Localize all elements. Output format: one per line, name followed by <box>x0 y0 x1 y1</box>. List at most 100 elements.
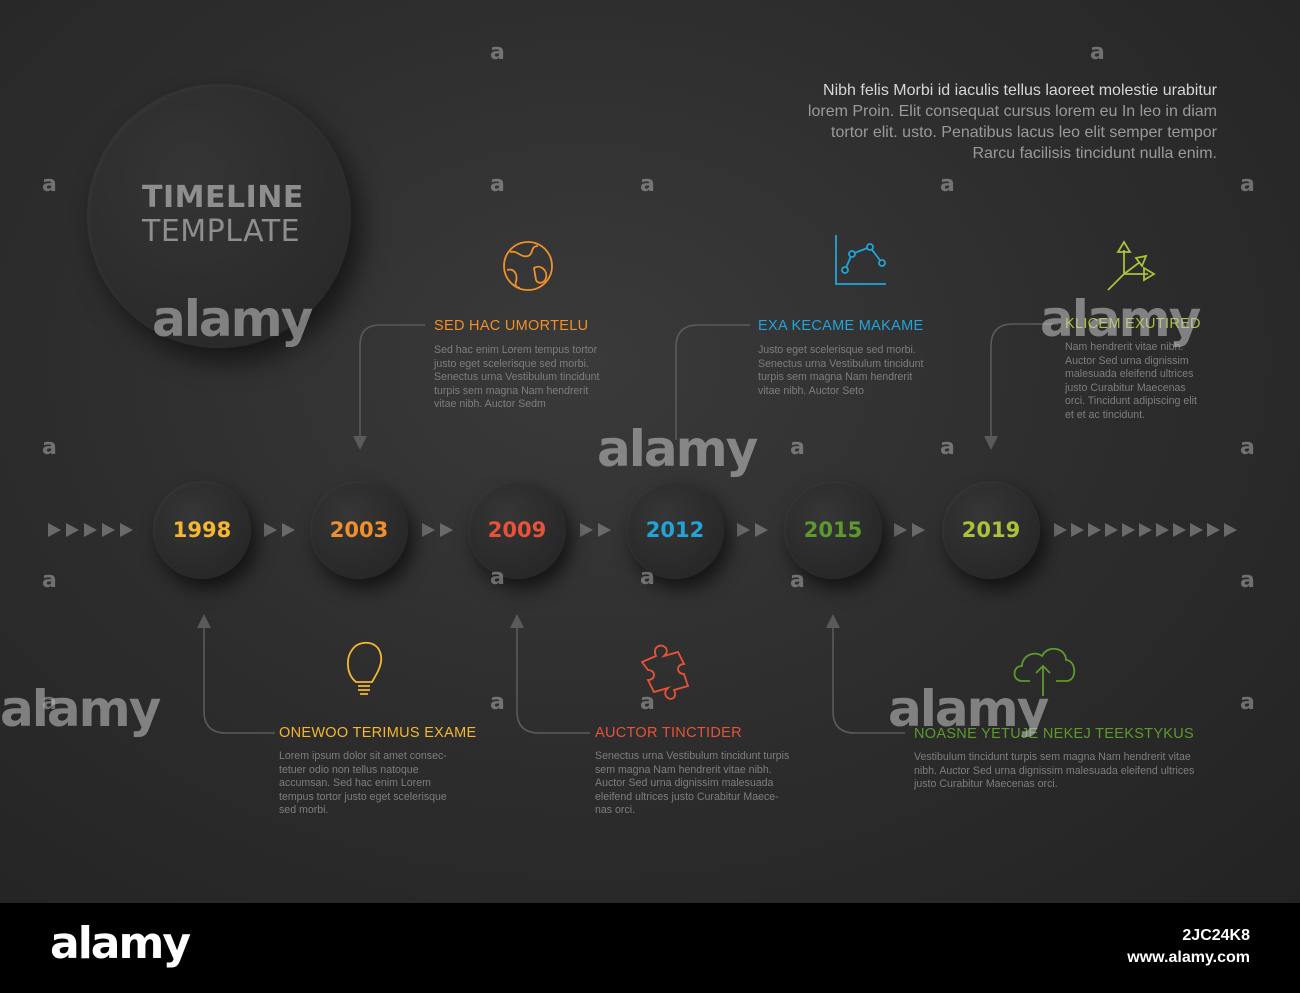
timeline-chevron <box>1139 523 1152 537</box>
watermark-mark: a <box>1240 568 1255 593</box>
event-body-line: Justo eget scelerisque sed morbi. <box>758 344 916 356</box>
line-chart-icon <box>835 235 886 285</box>
event-body: Lorem ipsum dolor sit amet consec- tetue… <box>279 750 447 818</box>
event-body-line: Lorem ipsum dolor sit amet consec- <box>279 750 447 762</box>
timeline-chevron <box>1071 523 1084 537</box>
year-circle-1998: 1998 <box>153 481 251 579</box>
year-circle-2015: 2015 <box>784 481 882 579</box>
watermark-mark: a <box>490 690 505 715</box>
watermark: alamy <box>0 680 161 738</box>
watermark-mark: a <box>640 565 655 590</box>
cloud-upload-icon <box>1013 647 1076 696</box>
event-title: ONEWOO TERIMUS EXAME <box>279 725 477 741</box>
infographic-canvas: TIMELINE TEMPLATE Nibh felis Morbi id ia… <box>0 0 1300 903</box>
puzzle-icon <box>640 644 690 700</box>
watermark-mark: a <box>1240 172 1255 197</box>
connector-arrowheads <box>197 436 998 628</box>
watermark-mark: a <box>1240 690 1255 715</box>
event-body-line: nas orci. <box>595 804 636 817</box>
event-body-line: orci. Tincidunt adipiscing elit <box>1065 395 1197 408</box>
timeline-chevron <box>580 523 593 537</box>
event-body-line: Auctor Sed urna dignissim <box>1065 354 1189 367</box>
image-id: 2JC24K8 <box>1182 927 1250 944</box>
year-label: 2012 <box>645 518 705 542</box>
event-body-line: Senectus urna Vestibulum tincidunt <box>434 371 600 384</box>
timeline-graphics <box>48 235 1237 734</box>
intro-line: lorem Proin. Elit consequat cursus lorem… <box>807 103 1217 120</box>
watermark-mark: a <box>1240 435 1255 460</box>
intro-line: Rarcu facilisis tincidunt nulla enim. <box>972 145 1217 162</box>
event-body-line: turpis sem magna Nam hendrerit <box>758 371 913 384</box>
timeline-chevron <box>1156 523 1169 537</box>
title-circle <box>87 84 351 348</box>
event-body-line: tetuer odio non tellus natoque <box>279 763 419 776</box>
timeline-chevron <box>894 523 907 537</box>
event-body-line: tempus tortor justo eget scelerisque <box>279 790 447 803</box>
intro-line: tortor elit. usto. Penatibus lacus leo e… <box>831 124 1217 141</box>
timeline-chevron <box>737 523 750 537</box>
lightbulb-icon <box>347 641 383 695</box>
event-body-line: Senectus urna Vestibulum tincidunt turpi… <box>595 750 790 762</box>
event-title: KLICEM EXUTIRED <box>1065 316 1201 332</box>
year-label: 2003 <box>329 518 389 542</box>
site-url[interactable]: www.alamy.com <box>1127 949 1250 966</box>
event-body-line: justo Curabitur Maecenas orci. <box>914 778 1058 791</box>
event-body-line: Auctor Sed urna dignissim malesuada <box>595 777 774 790</box>
watermark-mark: a <box>1090 40 1105 65</box>
timeline-chevron <box>755 523 768 537</box>
year-label: 2009 <box>487 518 547 542</box>
event-body-line: sem magna Nam hendrerit vitae nibh. <box>595 763 772 776</box>
footer-logo[interactable]: alamy <box>50 918 191 969</box>
event-body-line: vitae nibh. Auctor Seto <box>758 384 865 397</box>
event-title: EXA KECAME MAKAME <box>758 318 924 334</box>
watermark-mark: a <box>42 690 57 715</box>
watermark: alamy <box>152 290 313 348</box>
timeline-chevron <box>1054 523 1067 537</box>
watermark-mark: a <box>42 568 57 593</box>
watermark-mark: a <box>490 172 505 197</box>
watermark-mark: a <box>790 568 805 593</box>
watermark: alamy <box>1040 290 1201 348</box>
event-body-line: Nam hendrerit vitae nibh. <box>1065 341 1184 353</box>
event-body-line: Vestibulum tincidunt turpis sem magna Na… <box>914 751 1191 763</box>
timeline-chevron <box>120 523 133 537</box>
year-label: 2019 <box>961 518 1021 542</box>
year-circle-2003: 2003 <box>310 481 408 579</box>
timeline-chevron <box>1088 523 1101 537</box>
watermark-mark: a <box>940 172 955 197</box>
event-body-line: turpis sem magna Nam hendrerit <box>434 384 589 397</box>
timeline-chevron <box>440 523 453 537</box>
event-body: Justo eget scelerisque sed morbi. Senect… <box>758 344 923 398</box>
timeline-chevron <box>84 523 97 537</box>
watermark-mark: a <box>640 172 655 197</box>
timeline-chevron <box>282 523 295 537</box>
timeline-chevron <box>1122 523 1135 537</box>
watermark-mark: a <box>640 690 655 715</box>
connector-lines <box>203 323 1058 734</box>
watermark-mark: a <box>940 435 955 460</box>
timeline-chevron <box>1105 523 1118 537</box>
globe-icon <box>503 241 553 291</box>
event-body-line: Senectus urna Vestibulum tincidunt <box>758 357 924 370</box>
timeline-chevron <box>66 523 79 537</box>
event-body: Sed hac enim Lorem tempus tortor justo e… <box>434 344 599 412</box>
event-body-line: vitae nibh. Auctor Sedm <box>434 398 546 411</box>
title-bold: TIMELINE <box>142 180 304 215</box>
timeline-chevron <box>598 523 611 537</box>
event-body-line: Sed hac enim Lorem tempus tortor <box>434 344 598 356</box>
event-body-line: nibh. Auctor Sed urna dignissim malesuad… <box>914 764 1195 777</box>
watermark-mark: a <box>790 435 805 460</box>
timeline-chevron <box>264 523 277 537</box>
event-body-line: justo Curabitur Maecenas <box>1065 381 1186 394</box>
split-arrows-icon <box>1107 240 1156 291</box>
event-body-line: malesuada eleifend ultrices <box>1065 368 1194 381</box>
watermark: alamy <box>597 420 758 478</box>
year-label: 1998 <box>172 518 232 542</box>
event-body: Senectus urna Vestibulum tincidunt turpi… <box>595 750 789 818</box>
timeline-chevron <box>48 523 61 537</box>
event-body-line: eleifend ultrices justo Curabitur Maece- <box>595 790 779 803</box>
intro-paragraph: Nibh felis Morbi id iaculis tellus laore… <box>757 80 1217 164</box>
event-body-line: et et ac tincidunt. <box>1065 408 1146 421</box>
timeline-arrows <box>48 523 1237 537</box>
event-body-line: sed morbi. <box>279 804 329 817</box>
